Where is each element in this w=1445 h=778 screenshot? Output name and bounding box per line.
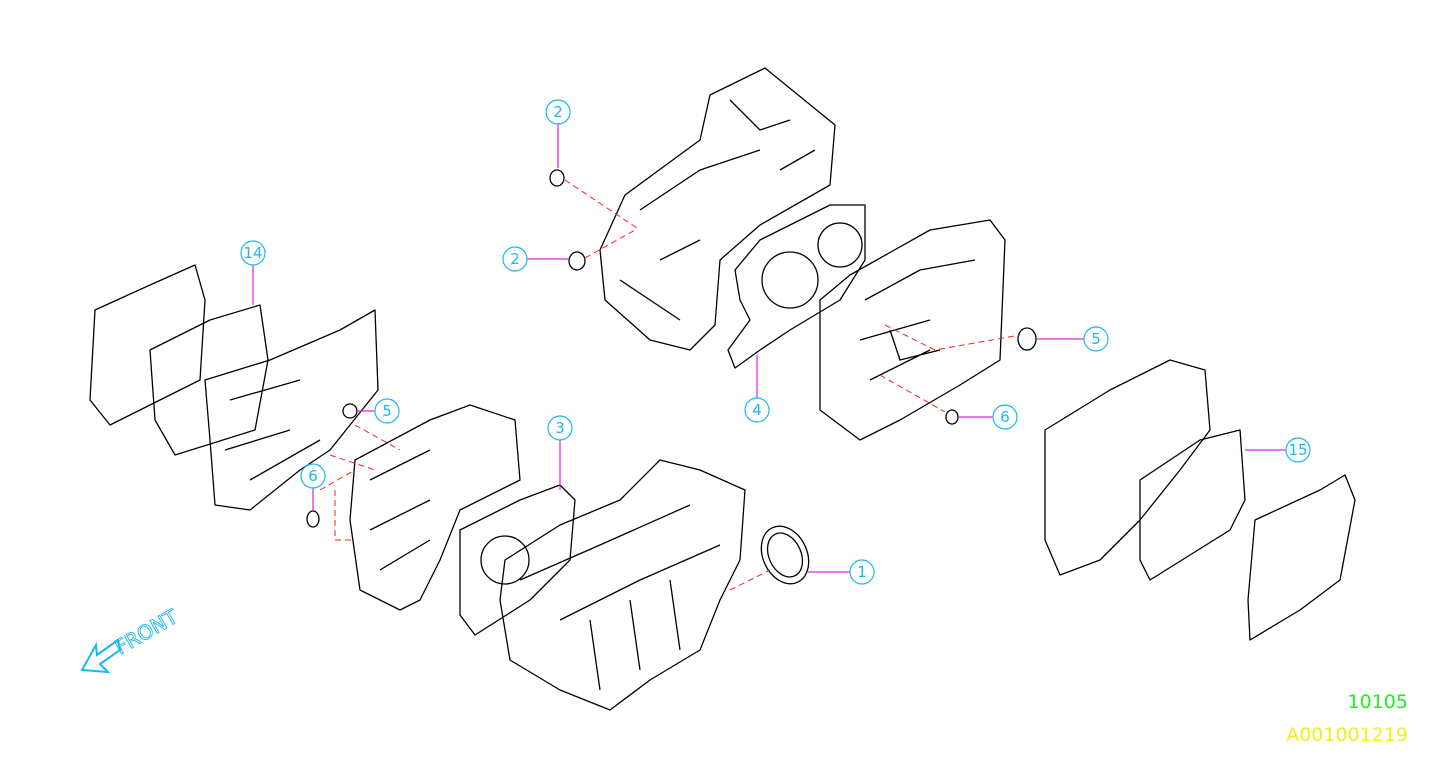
svg-text:2: 2 [553, 103, 563, 121]
svg-text:15: 15 [1288, 441, 1307, 459]
svg-text:4: 4 [752, 401, 762, 419]
callout-6-left[interactable]: 6 [300, 463, 326, 489]
upper-cylinder-block [599, 67, 836, 351]
callout-4[interactable]: 4 [744, 397, 770, 423]
callout-5-left[interactable]: 5 [374, 398, 400, 424]
callout-2-lower[interactable]: 2 [502, 246, 528, 272]
cylinder-head-gasket-4 [727, 204, 866, 369]
leader-lines [252, 124, 1286, 573]
illustration-id: A001001219 [1286, 724, 1408, 746]
lower-cylinder-block [499, 459, 746, 711]
svg-text:2: 2 [510, 250, 520, 268]
svg-text:14: 14 [243, 244, 262, 262]
callout-1[interactable]: 1 [849, 559, 875, 585]
svg-text:3: 3 [555, 419, 565, 437]
o-rings [306, 169, 1037, 528]
svg-text:6: 6 [1000, 408, 1010, 426]
svg-text:5: 5 [382, 402, 392, 420]
svg-text:5: 5 [1091, 330, 1101, 348]
callout-14[interactable]: 14 [240, 240, 266, 266]
rocker-cover-gasket-14-and-cover [89, 264, 379, 511]
dashed-alignment-lines [319, 179, 1021, 591]
cylinder-head-lh [342, 403, 521, 611]
callout-3[interactable]: 3 [547, 415, 573, 441]
callout-15[interactable]: 15 [1285, 437, 1311, 463]
diagram-code: 10105 [1347, 691, 1408, 713]
rear-oil-seal-1 [760, 525, 810, 585]
callout-6-right[interactable]: 6 [992, 404, 1018, 430]
svg-text:6: 6 [308, 467, 318, 485]
front-arrow-icon [80, 638, 122, 674]
head-gasket-3 [459, 484, 576, 636]
svg-text:1: 1 [857, 563, 867, 581]
rocker-cover-gasket-15-and-cover [1044, 359, 1356, 641]
cylinder-head-rh [819, 219, 1006, 441]
front-label: FRONT [111, 604, 183, 659]
callout-5-right[interactable]: 5 [1083, 326, 1109, 352]
callout-2-upper[interactable]: 2 [545, 99, 571, 125]
